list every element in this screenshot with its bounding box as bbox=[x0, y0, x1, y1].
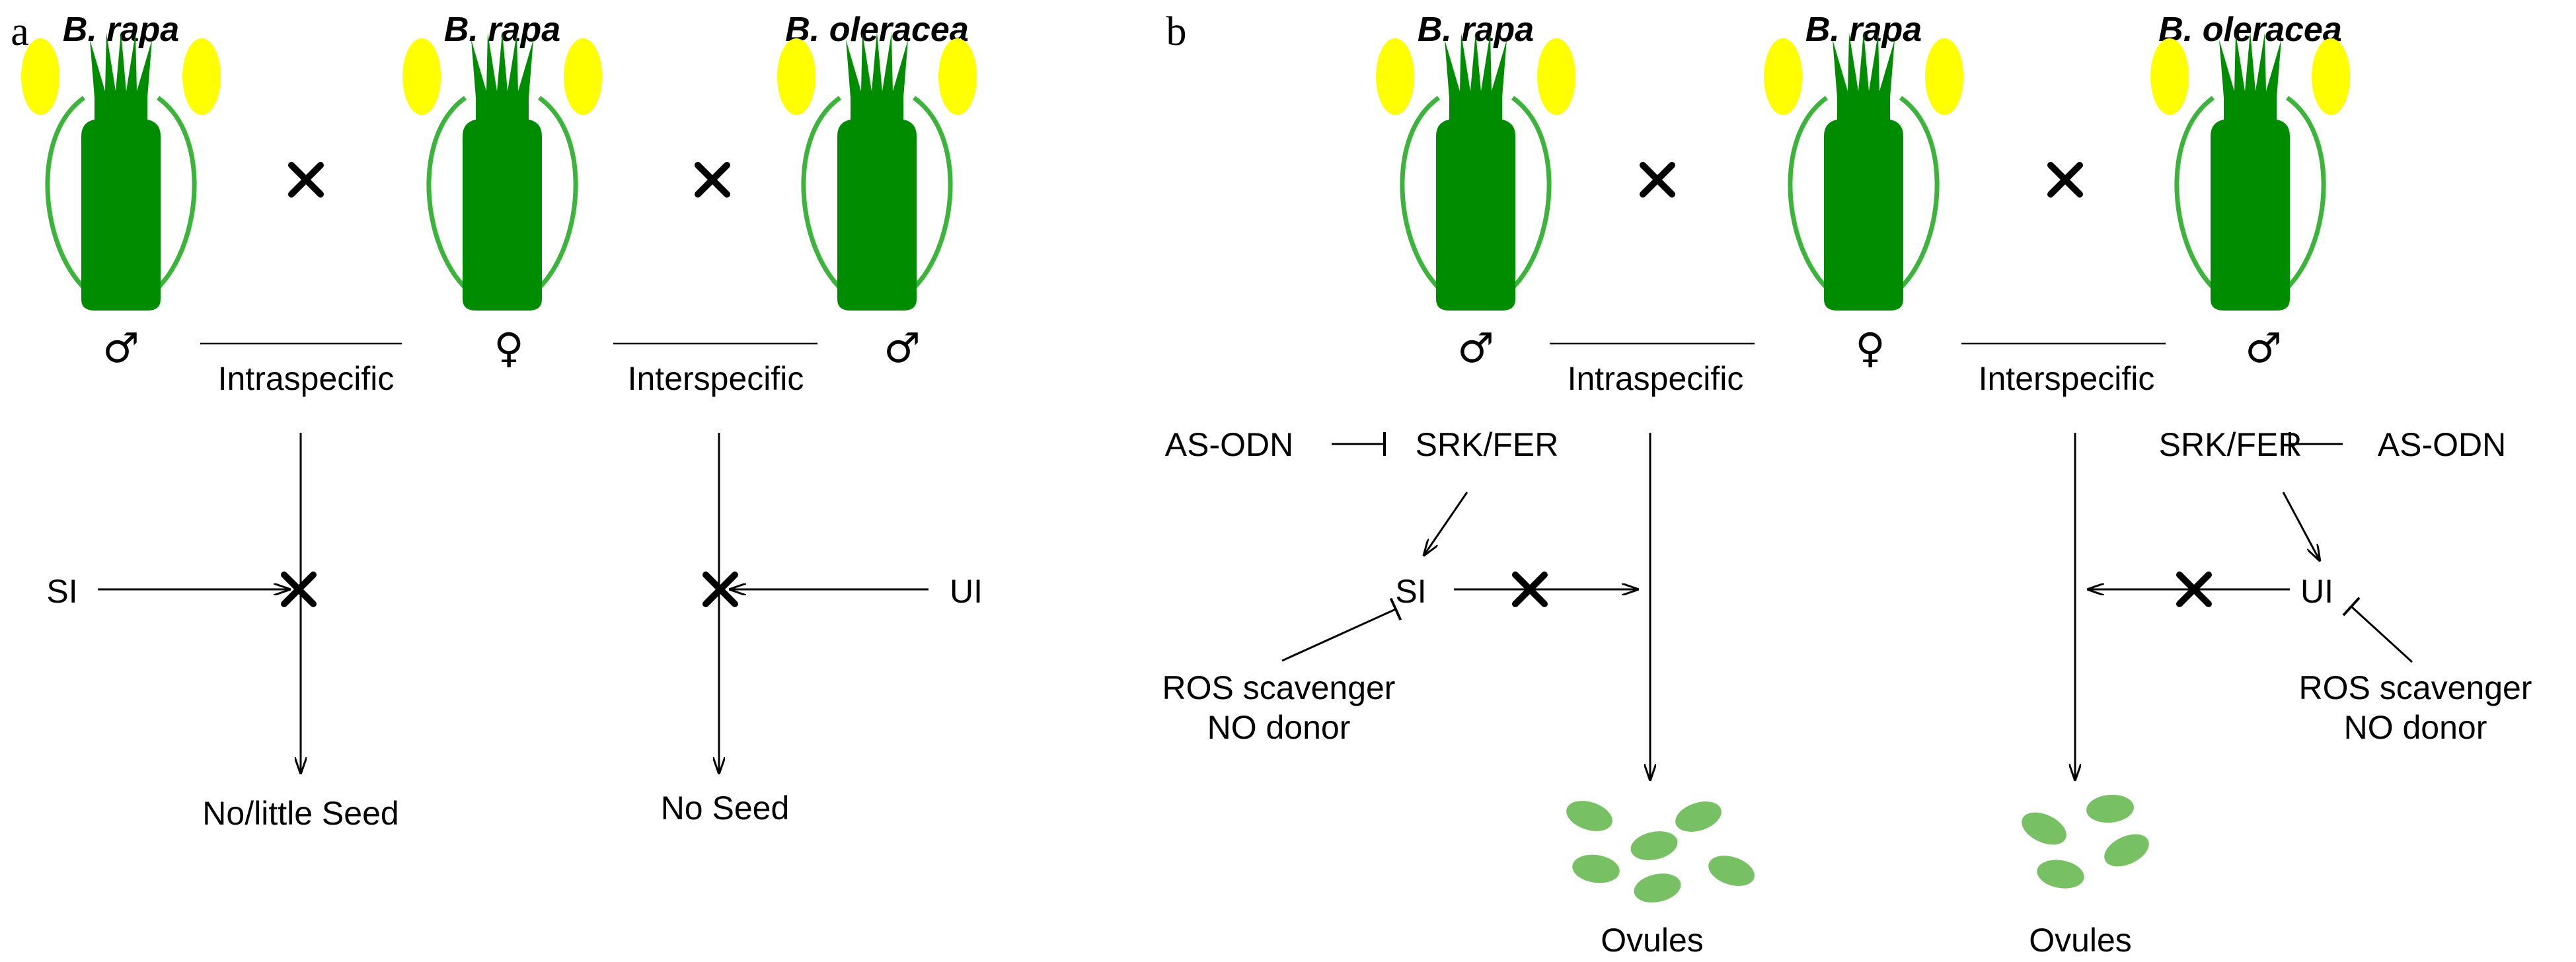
cross-mark-icon bbox=[702, 572, 738, 607]
intraspecific-label: Intraspecific bbox=[1568, 360, 1744, 397]
cross-mark-icon bbox=[2176, 572, 2212, 607]
panel-b-letter: b bbox=[1166, 9, 1187, 54]
inhibition-bar bbox=[2342, 597, 2413, 663]
ovule-icon bbox=[2022, 812, 2066, 845]
as-odn-label-left: AS-ODN bbox=[1165, 426, 1293, 463]
flower-icon bbox=[402, 32, 602, 311]
si-label: SI bbox=[1395, 573, 1426, 610]
cross-mark-icon bbox=[288, 162, 324, 198]
flower-icon bbox=[1376, 32, 1575, 311]
arrow bbox=[2282, 492, 2320, 560]
result-no-little-seed: No/little Seed bbox=[202, 795, 398, 832]
flower-icon bbox=[1764, 32, 1963, 311]
ovule-icon bbox=[1566, 801, 1612, 831]
ovule-icon bbox=[1708, 856, 1755, 886]
inhibition-bar bbox=[1281, 597, 1402, 662]
srk-fer-label-left: SRK/FER bbox=[1416, 426, 1559, 463]
ovules-label-right: Ovules bbox=[2029, 922, 2132, 959]
cross-mark-icon bbox=[1640, 162, 1675, 198]
ovule-icon bbox=[1572, 854, 1620, 883]
no-donor-label-right: NO donor bbox=[2344, 709, 2487, 746]
ui-label: UI bbox=[950, 573, 983, 610]
female-symbol: ♀ bbox=[1855, 324, 1885, 372]
interspecific-label: Interspecific bbox=[1979, 360, 2155, 397]
srk-fer-label-right: SRK/FER bbox=[2159, 426, 2302, 463]
ros-scavenger-label-right: ROS scavenger bbox=[2299, 669, 2532, 706]
arrow bbox=[1424, 492, 1468, 555]
no-donor-label-left: NO donor bbox=[1207, 709, 1351, 746]
ovule-icon bbox=[1630, 831, 1678, 860]
interspecific-label: Interspecific bbox=[628, 360, 804, 397]
cross-mark-icon bbox=[695, 162, 730, 198]
result-no-seed: No Seed bbox=[661, 790, 790, 827]
female-symbol: ♀ bbox=[494, 324, 523, 372]
ovule-icon bbox=[2037, 860, 2084, 889]
male-symbol: ♂ bbox=[1457, 324, 1494, 372]
ovule-icon bbox=[2104, 834, 2149, 867]
male-symbol: ♂ bbox=[102, 324, 139, 372]
flower-icon bbox=[2150, 32, 2350, 311]
ui-label: UI bbox=[2300, 573, 2333, 610]
as-odn-label-right: AS-ODN bbox=[2378, 426, 2506, 463]
cross-mark-icon bbox=[281, 572, 317, 607]
male-symbol: ♂ bbox=[884, 324, 921, 372]
cross-mark-icon bbox=[1512, 572, 1548, 607]
ovules-label-left: Ovules bbox=[1601, 922, 1704, 959]
si-label: SI bbox=[46, 573, 77, 610]
ros-scavenger-label-left: ROS scavenger bbox=[1162, 669, 1396, 706]
flower-icon bbox=[777, 32, 977, 311]
intraspecific-label: Intraspecific bbox=[218, 360, 395, 397]
cross-mark-icon bbox=[2047, 162, 2083, 198]
panel-a-letter: a bbox=[11, 9, 29, 54]
male-symbol: ♂ bbox=[2245, 324, 2282, 372]
ovule-icon bbox=[1634, 873, 1681, 903]
ovule-icon bbox=[2086, 794, 2134, 823]
flower-icon bbox=[21, 32, 221, 311]
ovule-icon bbox=[1675, 801, 1722, 832]
